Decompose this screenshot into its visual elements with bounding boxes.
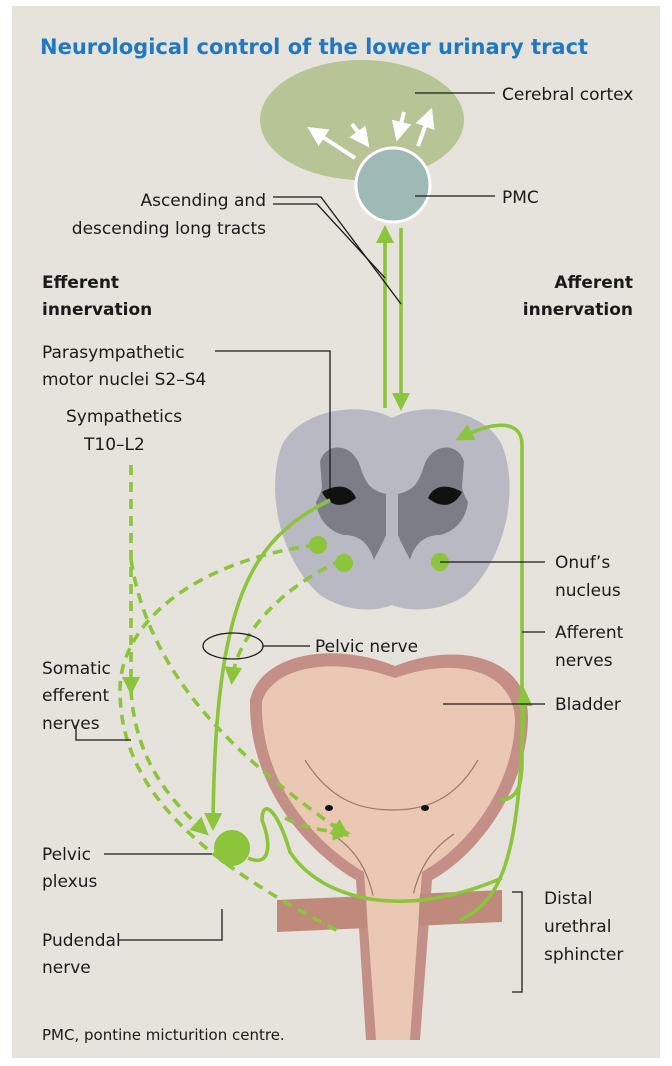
label-sphincter-line2: urethral (544, 917, 611, 937)
figure-title: Neurological control of the lower urinar… (40, 35, 588, 59)
pmc-circle (356, 148, 430, 222)
label-somatic-line3: nerves (42, 714, 100, 734)
label-sphincter-line3: sphincter (544, 945, 623, 965)
ureteric-orifice-left (325, 805, 333, 811)
label-afferent-line1: Afferent (554, 273, 633, 293)
label-parasympathetic-line1: Parasympathetic (42, 343, 185, 363)
label-afferent-nerves-line1: Afferent (555, 623, 624, 643)
label-somatic-line1: Somatic (42, 659, 111, 679)
label-cerebral-cortex: Cerebral cortex (502, 85, 633, 105)
label-afferent-nerves-line2: nerves (555, 651, 613, 671)
label-parasympathetic-line2: motor nuclei S2–S4 (42, 370, 206, 390)
label-pelvic-nerve: Pelvic nerve (315, 637, 418, 657)
pelvic-plexus-dot (214, 830, 250, 866)
ureteric-orifice-right (421, 805, 429, 811)
label-bladder: Bladder (555, 695, 621, 715)
spinal-central-canal (386, 525, 398, 585)
label-efferent-line1: Efferent (42, 273, 119, 293)
label-pmc: PMC (502, 188, 539, 208)
label-sphincter-line1: Distal (544, 889, 592, 909)
label-sympathetics-line1: Sympathetics (66, 407, 182, 427)
label-pelvic-plexus-line1: Pelvic (42, 845, 91, 865)
label-somatic-line2: efferent (42, 686, 109, 706)
label-afferent-line2: innervation (523, 300, 633, 320)
label-tracts-line1: Ascending and (140, 191, 266, 211)
label-pudendal-line2: nerve (42, 958, 91, 978)
somatic-nucleus-dot (309, 536, 327, 554)
label-tracts-line2: descending long tracts (72, 219, 266, 239)
footnote: PMC, pontine micturition centre. (42, 1026, 285, 1044)
label-pudendal-line1: Pudendal (42, 931, 121, 951)
label-onufs-line2: nucleus (555, 581, 621, 601)
label-onufs-line1: Onuf’s (555, 553, 610, 573)
label-sympathetics-line2: T10–L2 (83, 435, 145, 455)
cerebral-cortex-shape (260, 60, 464, 180)
label-efferent-line2: innervation (42, 300, 152, 320)
label-pelvic-plexus-line2: plexus (42, 872, 98, 892)
pudendal-nucleus-dot (335, 554, 353, 572)
